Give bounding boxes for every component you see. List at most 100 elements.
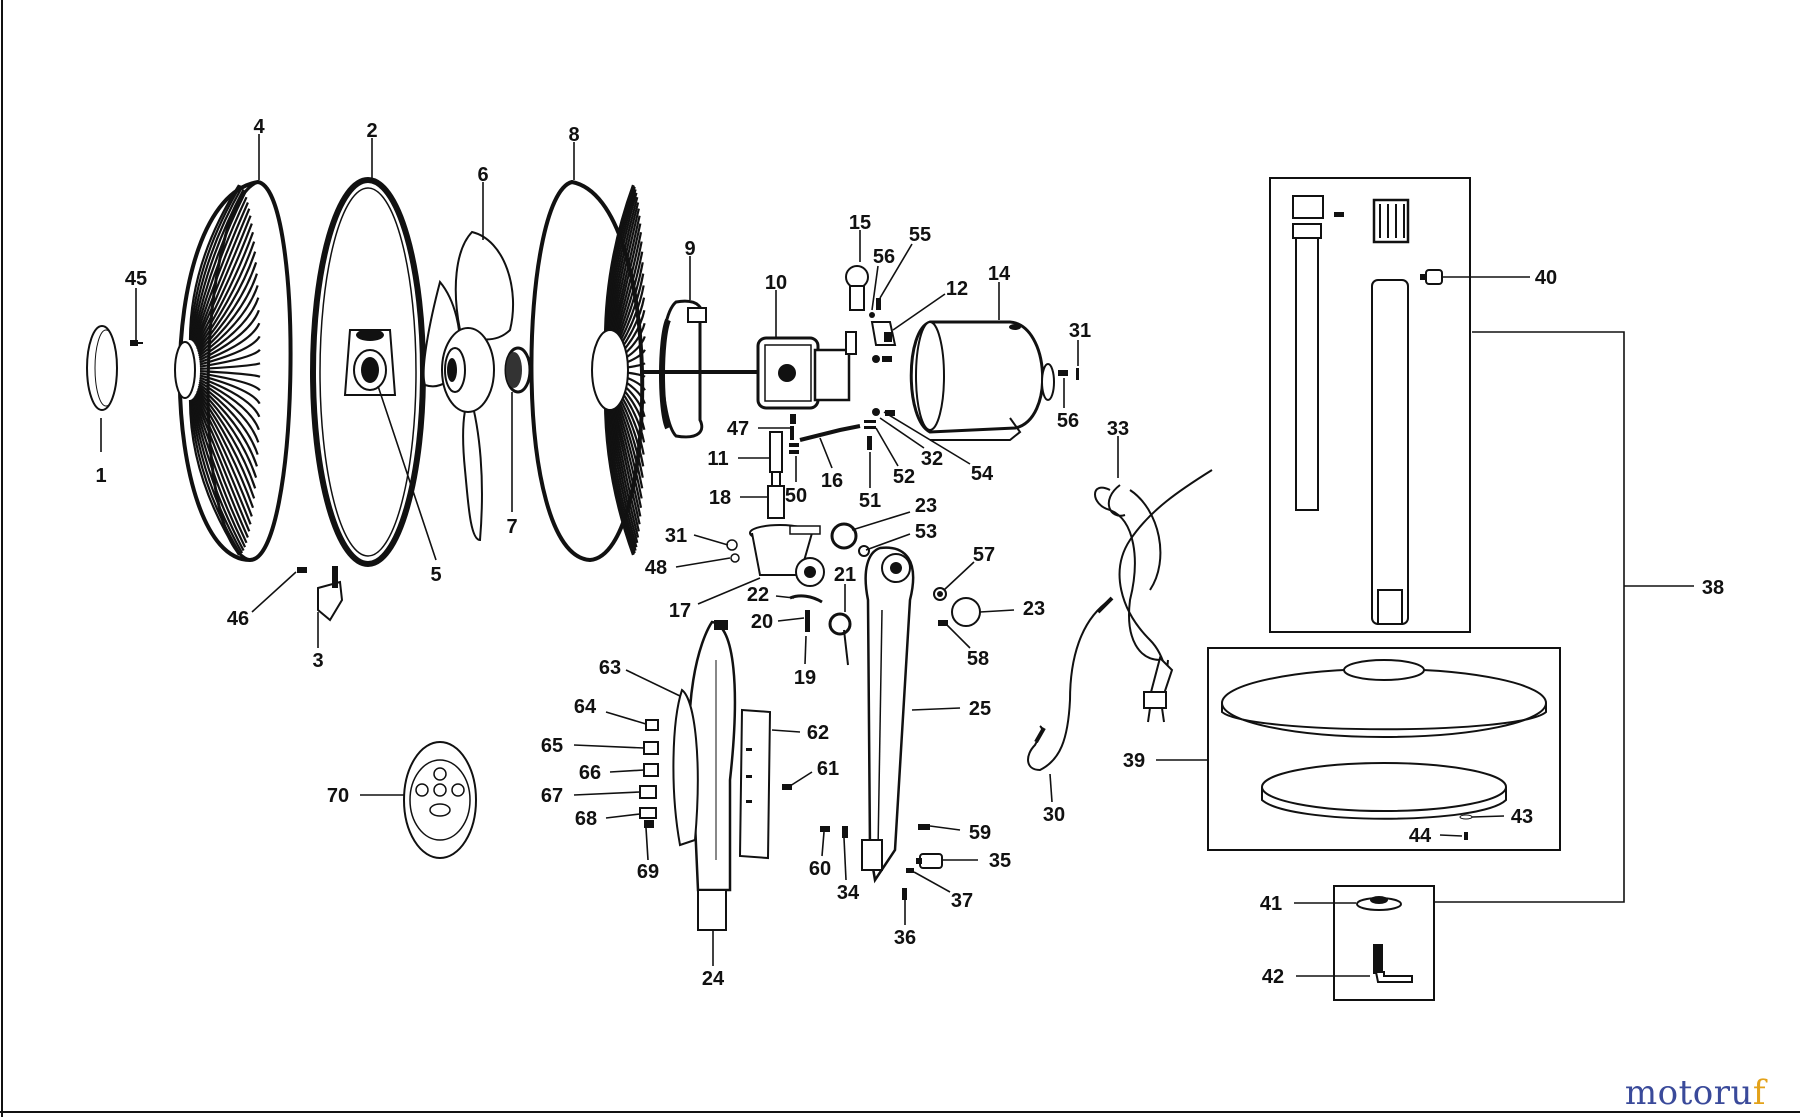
part-label-5: 5 <box>430 564 441 586</box>
part-label-21: 21 <box>834 564 856 586</box>
watermark-accent: f <box>1752 1073 1766 1113</box>
part-buttons-64-69 <box>639 719 659 828</box>
part-label-35: 35 <box>989 850 1011 872</box>
leader-line-56 <box>871 265 879 311</box>
part-label-59: 59 <box>969 822 991 844</box>
leader-line-54 <box>883 411 971 465</box>
part-spring-22 <box>789 594 823 604</box>
part-label-15: 15 <box>849 212 871 234</box>
part-label-56: 56 <box>1057 410 1079 432</box>
part-label-9: 9 <box>684 238 695 260</box>
part-label-69: 69 <box>637 861 659 883</box>
part-label-33: 33 <box>1107 418 1129 440</box>
part-label-25: 25 <box>969 698 991 720</box>
part-label-6: 6 <box>477 164 488 186</box>
part-label-53: 53 <box>915 521 937 543</box>
part-label-45: 45 <box>125 268 147 290</box>
watermark-logo: motoruf <box>1625 1073 1766 1113</box>
parts-box-base <box>1207 647 1561 851</box>
part-screws-motor <box>790 355 895 424</box>
part-label-22: 22 <box>747 584 769 606</box>
part-screw-45 <box>130 340 143 346</box>
leader-line-55 <box>879 243 913 299</box>
part-label-63: 63 <box>599 657 621 679</box>
part-label-47: 47 <box>727 418 749 440</box>
part-clip <box>317 566 344 622</box>
part-label-37: 37 <box>951 890 973 912</box>
leader-line-69 <box>645 827 649 861</box>
part-label-10: 10 <box>765 272 787 294</box>
part-screw-46 <box>297 567 307 573</box>
part-label-46: 46 <box>227 608 249 630</box>
part-neck-17 <box>749 524 825 587</box>
leader-line-57 <box>943 561 975 591</box>
leader-line-63 <box>625 669 681 697</box>
leader-line-30 <box>1049 773 1053 803</box>
part-label-18: 18 <box>709 487 731 509</box>
leader-line-19 <box>804 635 807 665</box>
leader-line-12 <box>892 293 946 331</box>
leader-line-23 <box>979 609 1015 613</box>
leader-line-62 <box>771 729 801 733</box>
part-motor <box>640 331 857 410</box>
leader-line-25 <box>911 707 961 711</box>
part-pin-57 <box>933 587 947 601</box>
part-label-36: 36 <box>894 927 916 949</box>
part-front-grill <box>174 179 293 563</box>
part-label-66: 66 <box>579 762 601 784</box>
leader-line-58 <box>945 623 971 649</box>
part-bracket-12 <box>870 321 897 346</box>
part-fan-blade <box>422 230 514 542</box>
leader-line-65 <box>573 744 645 749</box>
part-label-54: 54 <box>971 463 994 485</box>
part-nut <box>504 346 532 394</box>
leader-line-66 <box>609 769 645 773</box>
part-label-24: 24 <box>702 968 725 990</box>
part-label-14: 14 <box>988 263 1011 285</box>
part-label-57: 57 <box>973 544 995 566</box>
part-label-67: 67 <box>541 785 563 807</box>
part-tube-18 <box>767 485 785 519</box>
part-screw-56b <box>1058 370 1068 376</box>
part-label-2: 2 <box>366 120 377 142</box>
part-label-8: 8 <box>568 124 579 146</box>
part-power-cord-33 <box>1094 469 1213 723</box>
part-motor-housing-rear <box>659 299 707 439</box>
part-rear-grill <box>529 179 646 563</box>
part-label-23: 23 <box>915 495 937 517</box>
leader-line-31 <box>693 534 729 546</box>
part-ball-23-right <box>951 597 981 627</box>
watermark-main: motoru <box>1624 1073 1753 1113</box>
part-labels: 1234567891011121415161718192021222324253… <box>95 116 1724 990</box>
part-clip-34 <box>842 826 848 838</box>
part-rod-16 <box>799 424 861 442</box>
part-grill-ring <box>310 177 426 567</box>
part-wire-30 <box>1027 596 1114 772</box>
leader-line-5 <box>377 385 437 561</box>
part-label-61: 61 <box>817 758 839 780</box>
part-screw-51 <box>867 436 872 450</box>
part-label-42: 42 <box>1262 966 1284 988</box>
leader-line-22 <box>775 595 795 599</box>
part-spring-52 <box>864 420 876 429</box>
part-label-62: 62 <box>807 722 829 744</box>
part-label-11: 11 <box>707 448 728 470</box>
part-knob-15 <box>845 265 869 311</box>
part-label-48: 48 <box>645 557 667 579</box>
leader-line-23 <box>851 511 911 531</box>
part-screw-20 <box>805 610 810 632</box>
part-ball-31-left <box>726 539 738 551</box>
part-label-56: 56 <box>873 246 895 268</box>
part-label-31: 31 <box>665 525 687 547</box>
part-label-43: 43 <box>1511 806 1533 828</box>
part-label-55: 55 <box>909 224 931 246</box>
part-label-64: 64 <box>574 696 597 718</box>
part-label-12: 12 <box>946 278 968 300</box>
parts-box-pole <box>1269 177 1471 633</box>
part-label-44: 44 <box>1409 825 1432 847</box>
leader-line-68 <box>605 813 641 819</box>
part-spinner-cap <box>86 325 118 411</box>
part-label-4: 4 <box>253 116 265 138</box>
part-label-65: 65 <box>541 735 563 757</box>
part-pcb-62 <box>738 708 772 860</box>
